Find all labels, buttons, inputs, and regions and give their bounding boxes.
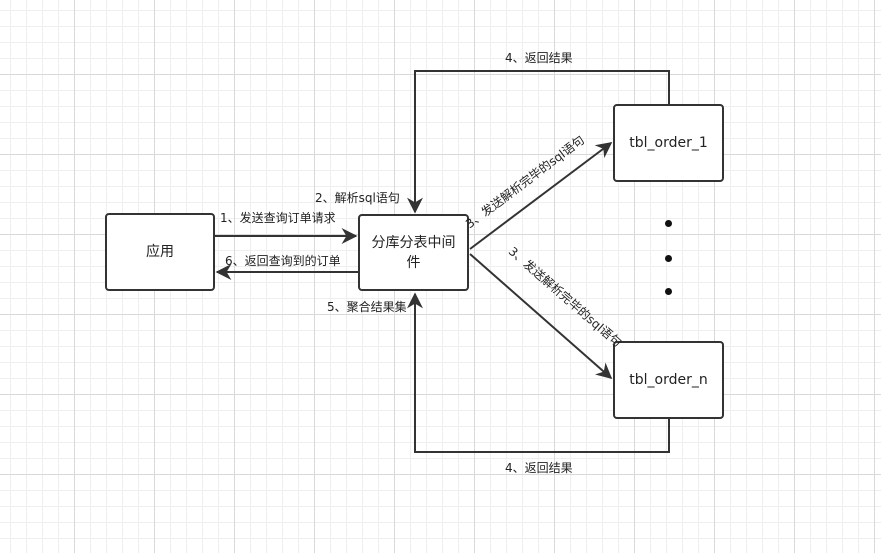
app-node: 应用 <box>105 213 215 291</box>
label-send-query: 1、发送查询订单请求 <box>220 211 336 225</box>
label-parse-sql: 2、解析sql语句 <box>315 191 400 205</box>
ellipsis-dot-3 <box>665 288 672 295</box>
arrow-to-table-n <box>469 253 613 380</box>
ellipsis-dot-2 <box>665 255 672 262</box>
arrow-to-table-1 <box>469 142 613 250</box>
table-n-node: tbl_order_n <box>613 341 724 419</box>
arrow-return-top <box>407 70 670 214</box>
label-return-top: 4、返回结果 <box>505 51 573 65</box>
middleware-node: 分库分表中间件 <box>358 214 469 291</box>
label-return-bottom: 4、返回结果 <box>505 461 573 475</box>
arrow-return-bottom <box>407 292 670 453</box>
label-return-order: 6、返回查询到的订单 <box>225 254 341 268</box>
table-n-node-label: tbl_order_n <box>629 372 708 388</box>
ellipsis-dot-1 <box>665 220 672 227</box>
table-1-node-label: tbl_order_1 <box>629 135 708 151</box>
table-1-node: tbl_order_1 <box>613 104 724 182</box>
label-aggregate: 5、聚合结果集 <box>327 300 407 314</box>
app-node-label: 应用 <box>146 244 174 260</box>
middleware-node-label: 分库分表中间件 <box>371 234 456 271</box>
